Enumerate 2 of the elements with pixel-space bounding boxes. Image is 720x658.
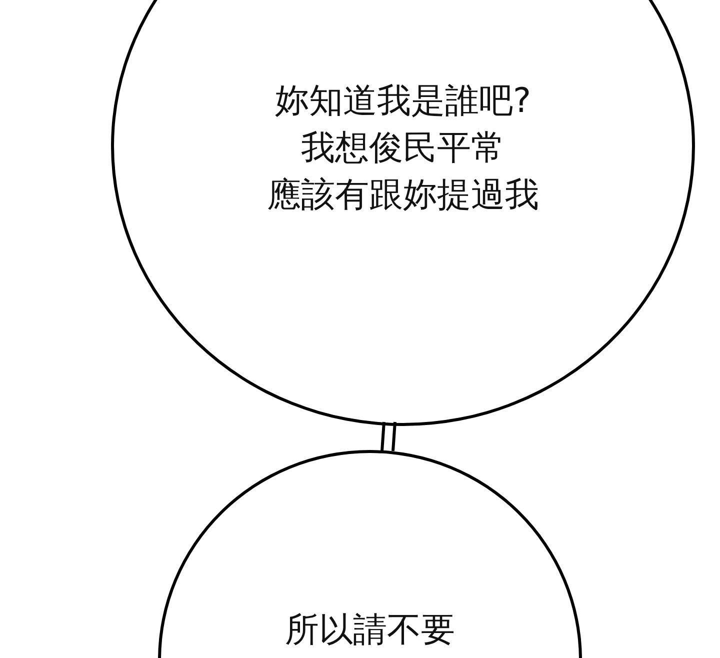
speech-text: 所以請不要 (284, 609, 456, 652)
speech-text: 妳知道我是誰吧?我想俊民平常應該有跟妳提過我 (266, 80, 540, 217)
